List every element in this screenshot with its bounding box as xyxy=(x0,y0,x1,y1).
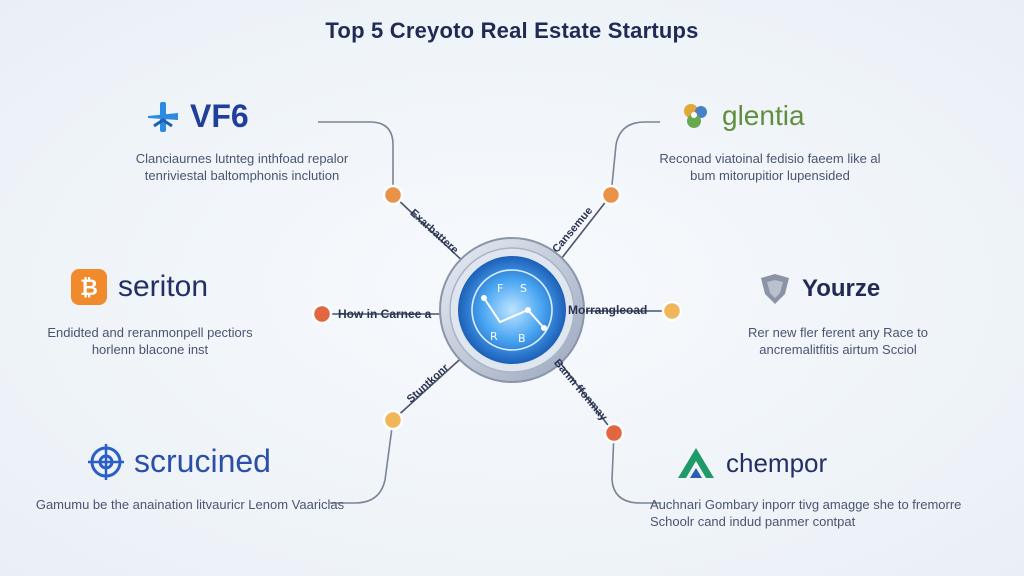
spoke-label-yourze: Morrangleoad xyxy=(568,303,648,317)
curve-connector-glentia xyxy=(610,121,660,196)
description-chempor: Auchnari Gombary inporr tivg amagge she … xyxy=(650,497,962,529)
description-scrucined: Gamumu be the anaination litvauricr Leno… xyxy=(35,497,345,512)
brand-seriton: ₿ seriton xyxy=(70,268,208,306)
svg-text:B: B xyxy=(518,332,526,345)
description-yourze: Rer new fler ferent any Race to ancremal… xyxy=(748,325,928,357)
shield-icon xyxy=(758,272,792,306)
dot-vf6 xyxy=(382,184,404,206)
brand-name-yourze: Yourze xyxy=(802,275,881,302)
dot-yourze xyxy=(661,300,683,322)
spoke-label-scrucined: Stuntkonr xyxy=(405,361,452,405)
spoke-label-chempor: Banm ffonmay xyxy=(551,357,610,424)
brand-name-scrucined: scrucined xyxy=(134,443,271,479)
spoke-label-glentia: Cansemue xyxy=(550,205,595,255)
description-seriton: Endidted and reranmonpell pectiors horle… xyxy=(47,325,253,357)
spoke-label-vf6: Exarbattere xyxy=(407,207,460,256)
brand-vf6: VF6 xyxy=(146,98,249,135)
brand-yourze: Yourze xyxy=(758,272,880,306)
a-mark-icon xyxy=(676,446,716,480)
curve-connector-chempor xyxy=(611,432,660,504)
dot-glentia xyxy=(600,184,622,206)
plane-cross-icon xyxy=(146,100,180,134)
gear-cluster-icon xyxy=(680,100,712,132)
brand-scrucined: scrucined xyxy=(88,443,271,480)
dot-chempor xyxy=(603,422,625,444)
brand-glentia: glentia xyxy=(680,100,805,132)
spoke-line-glentia xyxy=(553,194,612,269)
brand-name-chempor: chempor xyxy=(726,447,828,478)
brand-chempor: chempor xyxy=(676,446,827,480)
diagram-title: Top 5 Creyoto Real Estate Startups xyxy=(325,18,699,43)
central-hub-icon: F S R B xyxy=(439,237,585,383)
target-icon xyxy=(88,443,124,480)
dot-seriton xyxy=(311,303,333,325)
bitcoin-icon: ₿ xyxy=(70,268,108,306)
description-vf6: Clanciaurnes lutnteg inthfoad repalor te… xyxy=(135,151,349,183)
spoke-label-seriton: How in Carnee a xyxy=(338,307,432,321)
curve-connector-scrucined xyxy=(330,419,394,504)
description-glentia: Reconad viatoinal fedisio faeem like al … xyxy=(659,151,881,183)
svg-text:S: S xyxy=(520,282,527,295)
brand-name-glentia: glentia xyxy=(722,100,805,131)
svg-text:R: R xyxy=(490,330,498,343)
spoke-line-chempor xyxy=(551,351,615,434)
svg-text:F: F xyxy=(497,282,503,295)
svg-text:₿: ₿ xyxy=(80,276,98,301)
dot-scrucined xyxy=(382,409,404,431)
brand-name-vf6: VF6 xyxy=(190,98,249,134)
spoke-line-scrucined xyxy=(392,351,469,421)
brand-name-seriton: seriton xyxy=(118,270,209,303)
spoke-line-vf6 xyxy=(392,194,471,269)
curve-connector-vf6 xyxy=(318,121,394,195)
